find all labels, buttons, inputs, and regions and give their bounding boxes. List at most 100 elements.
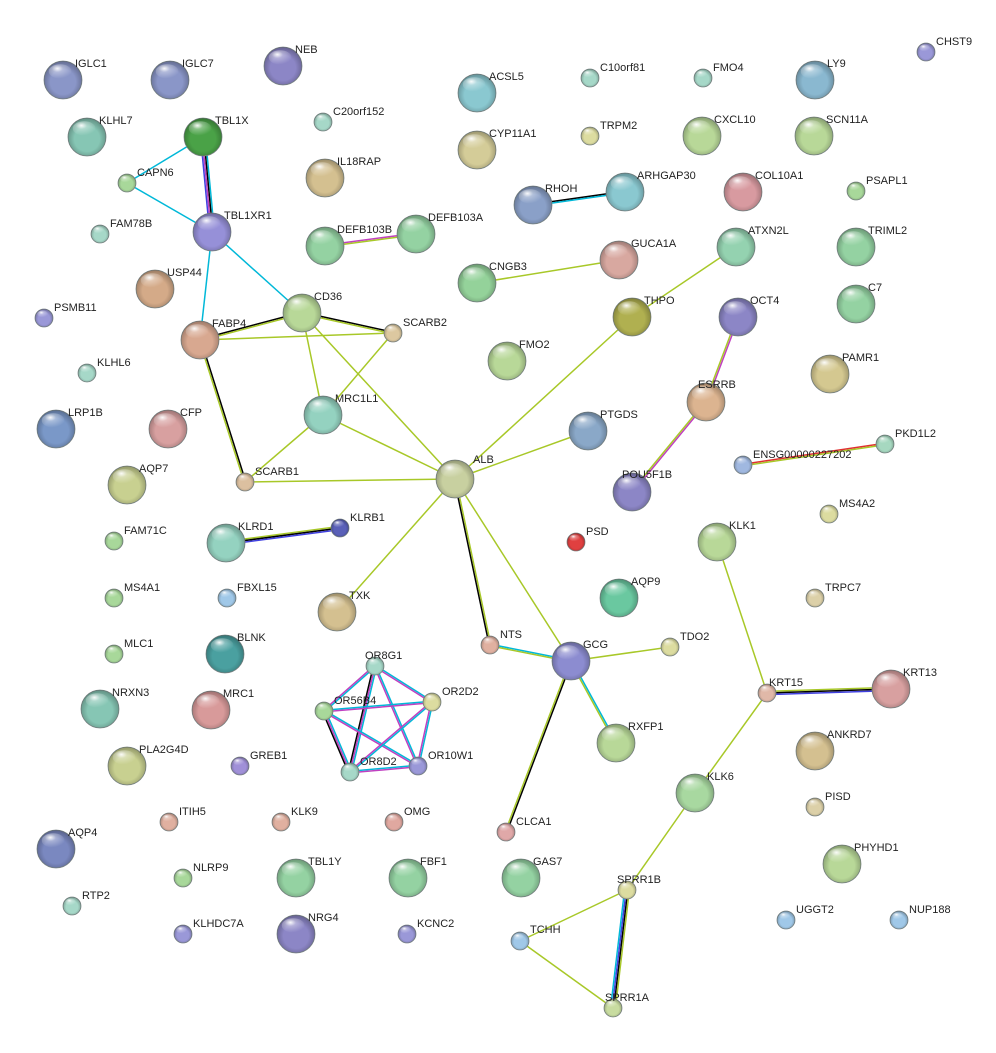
node-itih5[interactable]: ITIH5 [159, 806, 206, 832]
node-mrc1l1[interactable]: MRC1L1 [303, 393, 378, 435]
node-klk1[interactable]: KLK1 [697, 520, 756, 562]
node-tchh[interactable]: TCHH [510, 924, 561, 951]
node-pamr1[interactable]: PAMR1 [810, 352, 879, 394]
edge-alb-thpo[interactable] [454, 316, 633, 480]
edge-or56b4-or10w1[interactable] [323, 709, 419, 768]
node-thpo[interactable]: THPO [612, 295, 675, 337]
node-krt13[interactable]: KRT13 [871, 667, 937, 709]
node-alb[interactable]: ALB [435, 454, 494, 499]
node-gcg[interactable]: GCG [551, 639, 608, 681]
node-or10w1[interactable]: OR10W1 [408, 750, 473, 776]
node-trpm2[interactable]: TRPM2 [580, 120, 637, 146]
node-or8g1[interactable]: OR8G1 [365, 650, 402, 676]
edge-scarb1-alb[interactable] [244, 478, 456, 483]
node-sprr1b[interactable]: SPRR1B [617, 874, 661, 900]
node-rtp2[interactable]: RTP2 [62, 890, 110, 916]
node-oct4[interactable]: OCT4 [718, 295, 779, 337]
node-iglc7[interactable]: IGLC7 [150, 58, 214, 100]
node-lrp1b[interactable]: LRP1B [36, 407, 103, 449]
node-scn11a[interactable]: SCN11A [794, 114, 869, 156]
edge-fabp4-scarb1[interactable] [198, 339, 247, 483]
edge-or2d2-or8d2[interactable] [348, 700, 434, 774]
edge-fabp4-scarb2[interactable] [199, 332, 394, 341]
node-aqp7[interactable]: AQP7 [107, 463, 168, 505]
node-nrg4[interactable]: NRG4 [276, 912, 339, 954]
node-kcnc2[interactable]: KCNC2 [397, 918, 454, 944]
node-krt15[interactable]: KRT15 [757, 677, 803, 703]
edge-tbl1xr1-cd36[interactable] [211, 231, 303, 314]
node-gas7[interactable]: GAS7 [501, 856, 562, 898]
node-c10orf81[interactable]: C10orf81 [580, 62, 645, 88]
node-ly9[interactable]: LY9 [795, 58, 846, 100]
node-klk6[interactable]: KLK6 [675, 771, 734, 813]
node-klk9[interactable]: KLK9 [271, 806, 318, 832]
node-col10a1[interactable]: COL10A1 [723, 170, 803, 212]
node-klhl7[interactable]: KLHL7 [67, 115, 133, 157]
node-ankrd7[interactable]: ANKRD7 [795, 729, 872, 771]
node-fbxl15[interactable]: FBXL15 [217, 582, 277, 608]
node-or8d2[interactable]: OR8D2 [340, 756, 397, 782]
node-uggt2[interactable]: UGGT2 [776, 904, 834, 930]
edge-klk1-krt15[interactable] [716, 541, 768, 694]
node-fam71c[interactable]: FAM71C [104, 525, 167, 551]
edge-or8g1-or56b4[interactable] [322, 664, 377, 713]
edge-alb-gcg[interactable] [454, 478, 572, 662]
edge-mrc1l1-alb[interactable] [322, 414, 456, 480]
node-ptgds[interactable]: PTGDS [568, 409, 638, 451]
node-guca1a[interactable]: GUCA1A [599, 238, 677, 280]
node-ensg00000227202[interactable]: ENSG00000227202 [733, 449, 851, 475]
node-ms4a2[interactable]: MS4A2 [819, 498, 875, 524]
node-or2d2[interactable]: OR2D2 [422, 686, 479, 712]
edge-or56b4-or8d2[interactable] [321, 710, 353, 773]
edge-or8d2-or10w1[interactable] [349, 764, 419, 774]
node-pou5f1b[interactable]: POU5F1B [612, 469, 672, 512]
node-scarb2[interactable]: SCARB2 [383, 317, 447, 343]
node-klrd1[interactable]: KLRD1 [206, 521, 273, 563]
node-iglc1[interactable]: IGLC1 [43, 58, 107, 100]
node-esrrb[interactable]: ESRRB [686, 379, 736, 422]
node-defb103b[interactable]: DEFB103B [305, 224, 392, 266]
node-triml2[interactable]: TRIML2 [836, 225, 907, 267]
node-chst9[interactable]: CHST9 [916, 36, 972, 62]
node-fmo2[interactable]: FMO2 [487, 339, 550, 381]
node-klhl6[interactable]: KLHL6 [77, 357, 131, 383]
node-or56b4[interactable]: OR56B4 [314, 695, 376, 721]
edge-cd36-alb[interactable] [301, 312, 456, 480]
node-omg[interactable]: OMG [384, 806, 430, 832]
node-c7[interactable]: C7 [836, 282, 882, 324]
node-atxn2l[interactable]: ATXN2L [716, 225, 789, 267]
edge-or8g1-or8d2[interactable] [347, 665, 378, 773]
node-scarb1[interactable]: SCARB1 [235, 466, 299, 492]
edge-sprr1b-tchh[interactable] [519, 889, 628, 942]
node-tbl1x[interactable]: TBL1X [183, 115, 249, 157]
node-mrc1[interactable]: MRC1 [191, 688, 254, 730]
edge-ensg00000227202-pkd1l2[interactable] [742, 442, 886, 467]
node-cd36[interactable]: CD36 [282, 291, 342, 333]
node-fmo4[interactable]: FMO4 [693, 62, 744, 88]
node-trpc7[interactable]: TRPC7 [805, 582, 861, 608]
edge-thpo-atxn2l[interactable] [631, 246, 737, 318]
edge-alb-ptgds[interactable] [454, 430, 589, 480]
node-klhdc7a[interactable]: KLHDC7A [173, 918, 244, 944]
node-pkd1l2[interactable]: PKD1L2 [875, 428, 936, 454]
node-nlrp9[interactable]: NLRP9 [173, 862, 228, 888]
node-rxfp1[interactable]: RXFP1 [596, 721, 663, 763]
node-il18rap[interactable]: IL18RAP [305, 156, 381, 198]
node-tbl1xr1[interactable]: TBL1XR1 [192, 210, 272, 252]
node-cxcl10[interactable]: CXCL10 [682, 114, 756, 156]
node-arhgap30[interactable]: ARHGAP30 [605, 170, 696, 212]
node-blnk[interactable]: BLNK [205, 632, 266, 674]
edge-krt15-klk6[interactable] [694, 692, 768, 794]
edge-gcg-clca1[interactable] [504, 660, 573, 833]
edge-klk6-sprr1b[interactable] [626, 792, 696, 891]
edge-esrrb-pou5f1b[interactable] [630, 401, 708, 493]
edge-tchh-sprr1a[interactable] [519, 940, 614, 1009]
node-acsl5[interactable]: ACSL5 [457, 71, 524, 113]
node-aqp4[interactable]: AQP4 [36, 827, 97, 869]
node-pla2g4d[interactable]: PLA2G4D [107, 744, 189, 786]
node-aqp9[interactable]: AQP9 [599, 576, 660, 618]
node-defb103a[interactable]: DEFB103A [396, 212, 484, 254]
edge-krt15-krt13[interactable] [766, 686, 892, 696]
node-fam78b[interactable]: FAM78B [90, 218, 152, 244]
node-fbf1[interactable]: FBF1 [388, 856, 447, 898]
